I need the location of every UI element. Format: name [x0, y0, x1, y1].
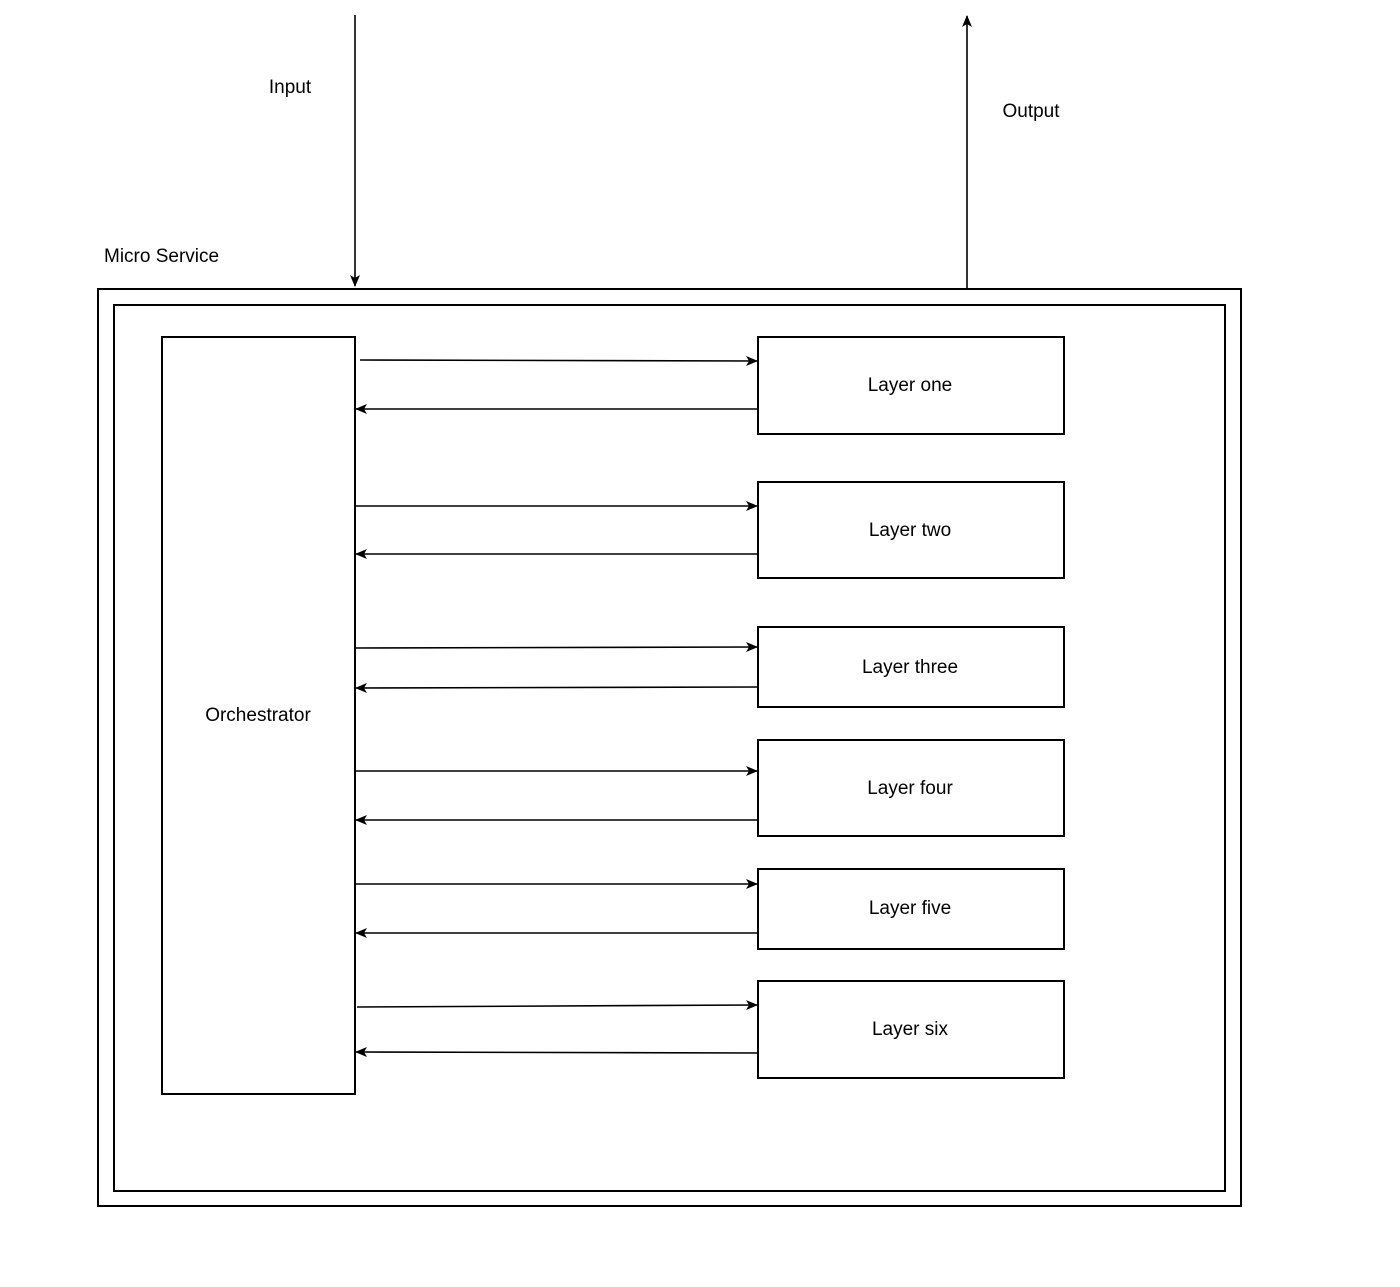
layer-three-to-orchestrator-arrow [355, 682, 759, 693]
layer-five-box [757, 868, 1065, 950]
layer-four-label: Layer four [867, 778, 953, 799]
layer-two-label: Layer two [869, 520, 951, 541]
input-label: Input [269, 77, 312, 98]
layer-two-node: Layer two [757, 481, 1065, 579]
layer-six-box [757, 980, 1065, 1079]
orchestrator-node: Orchestrator [161, 336, 356, 1095]
layer-three-label: Layer three [862, 657, 958, 678]
orchestrator-to-layer-three-arrow [354, 642, 758, 653]
layer-three-box [757, 626, 1065, 708]
layer-six-to-orchestrator-arrow [355, 1047, 759, 1058]
orchestrator-to-layer-six-arrow [356, 1000, 758, 1011]
orchestrator-box [161, 336, 356, 1095]
layer-one-node: Layer one [757, 336, 1065, 435]
layer-four-box [757, 739, 1065, 837]
layer-two-box [757, 481, 1065, 579]
layer-four-node: Layer four [757, 739, 1065, 837]
micro-service-label: Micro Service [104, 246, 219, 267]
layer-six-label: Layer six [872, 1019, 949, 1040]
layer-one-label: Layer one [868, 375, 953, 396]
layer-three-node: Layer three [757, 626, 1065, 708]
micro-service-outer-frame [97, 288, 1242, 1207]
layer-one-box [757, 336, 1065, 435]
layer-six-node: Layer six [757, 980, 1065, 1079]
micro-service-inner-frame [113, 304, 1226, 1192]
output-label: Output [1002, 101, 1060, 122]
orchestrator-to-layer-one-arrow [359, 355, 758, 366]
orchestrator-label: Orchestrator [205, 705, 311, 726]
layer-five-label: Layer five [869, 898, 951, 919]
layer-five-node: Layer five [757, 868, 1065, 950]
